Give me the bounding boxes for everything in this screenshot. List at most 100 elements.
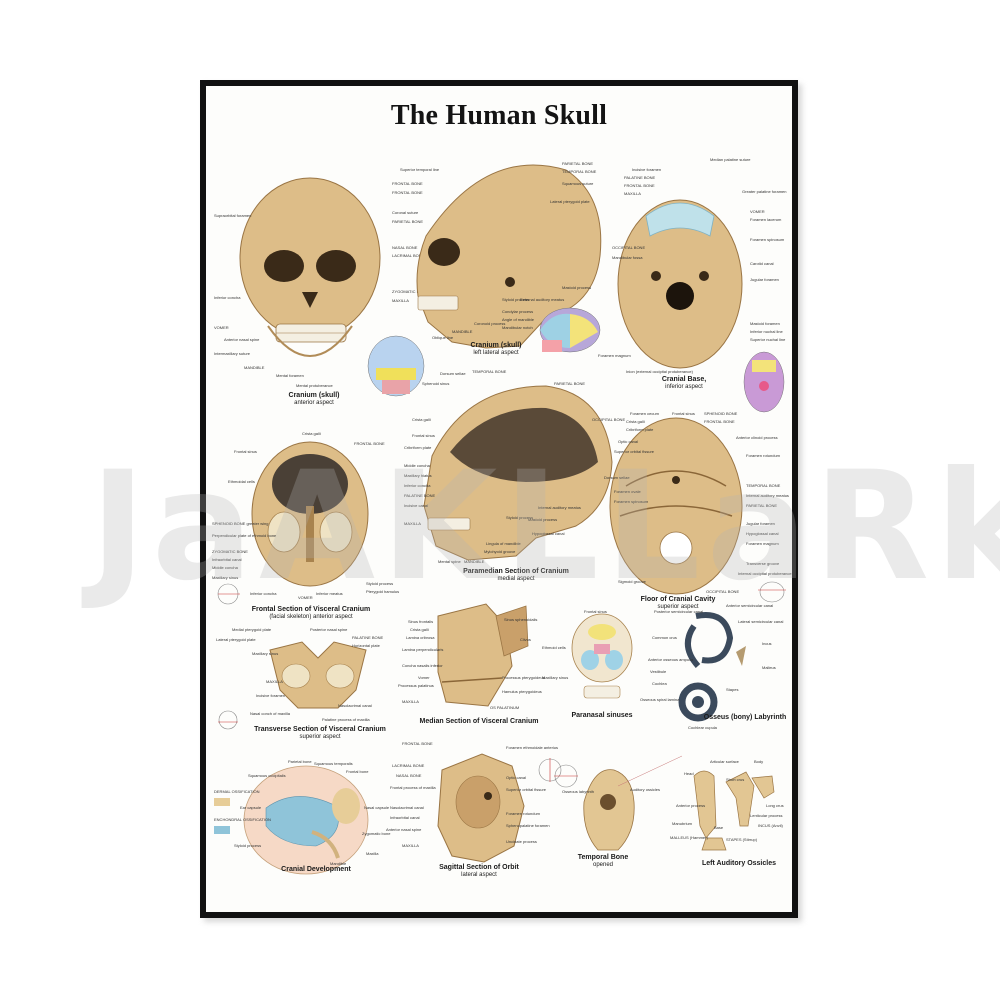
label-anterior-osseous-ampulla: Anterior osseous ampulla — [648, 657, 694, 662]
label-superior-orbital-fissure-cc: Superior orbital fissure — [614, 449, 655, 454]
label-maxillary-hiatus: Maxillary hiatus — [404, 473, 432, 478]
label-crista-galli-pm: Crista galli — [412, 417, 431, 422]
label-lenticular-process: Lenticular process — [750, 813, 783, 818]
label-angle-of-mandible: Angle of mandible — [502, 317, 535, 322]
label-clivus: Clivus — [520, 637, 531, 642]
label-crista-galli-ms: Crista galli — [410, 627, 429, 632]
label-mylohyoid-groove: Mylohyoid groove — [484, 549, 516, 554]
caption-frontal-section: Frontal Section of Visceral Cranium (fac… — [251, 606, 371, 621]
caption-paranasal-sinuses: Paranasal sinuses — [571, 712, 633, 719]
label-temporal-bone-lat: TEMPORAL BONE — [562, 169, 597, 174]
label-anterior-nasal-spine: Anterior nasal spine — [224, 337, 260, 342]
label-posterior-semicircular-canal: Posterior semicircular canal — [654, 609, 704, 614]
label-mental-spine: Mental spine — [438, 559, 461, 564]
label-middle-concha-pm: Middle concha — [404, 463, 430, 468]
label-crista-galli-cc: Crista galli — [626, 419, 645, 424]
label-superior-temporal-line: Superior temporal line — [400, 167, 440, 172]
label-frontal-bone-cd: Frontal bone — [346, 769, 369, 774]
label-maxilla-base: MAXILLA — [624, 191, 641, 196]
temporal-bone-illustration — [583, 755, 683, 851]
caption-cranium-anterior: Cranium (skull) anterior aspect — [288, 392, 340, 407]
label-processus-pterygoideus: Processus pterygoideus — [502, 675, 545, 680]
label-mastoid-process-pm: Mastoid process — [528, 517, 558, 522]
caption-sagittal-orbit: Sagittal Section of Orbit lateral aspect — [439, 864, 519, 879]
label-condylar-process: Condylar process — [502, 309, 534, 314]
label-hypoglossal-canal-cc: Hypoglossal canal — [746, 531, 779, 536]
caption-osseous-labyrinth: Osseus (bony) Labyrinth — [703, 714, 787, 721]
label-sphenoid-bone-cc: SPHENOID BONE — [704, 411, 738, 416]
label-vomer: VOMER — [214, 325, 229, 330]
caption-temporal-bone: Temporal Bone opened — [577, 854, 629, 869]
label-frontal-bone-base: FRONTAL BONE — [624, 183, 655, 188]
cranial-cavity-illustration — [609, 417, 743, 595]
label-nasal-conch-of-maxilla: Nasal conch of maxilla — [250, 711, 291, 716]
label-occipital-bone-base: OCCIPITAL BONE — [612, 245, 646, 250]
label-mandibular-fossa: Mandibular fossa — [612, 255, 643, 260]
label-frontal-process-of-maxilla: Frontal process of maxilla — [390, 785, 436, 790]
label-nasal-capsule: Nasal capsule — [364, 805, 390, 810]
label-coronal-suture: Coronal suture — [392, 210, 419, 215]
label-palatine-bone: PALATINE BONE — [624, 175, 656, 180]
label-anterior-process: Anterior process — [676, 803, 706, 808]
label-styloid-process-pm: Styloid process — [506, 515, 534, 520]
label-lingula-of-mandible: Lingula of mandible — [486, 541, 521, 546]
transverse-section-orientation-icon — [218, 710, 238, 730]
label-medial-pterygoid-plate: Medial pterygoid plate — [232, 627, 272, 632]
label-posterior-nasal-spine: Posterior nasal spine — [310, 627, 348, 632]
label-occipital-bone-pm: OCCIPITAL BONE — [592, 417, 626, 422]
label-vomer-fs: VOMER — [298, 595, 313, 600]
label-superior-nuchal-line: Superior nuchal line — [750, 337, 786, 342]
label-inferior-meatus-fs: Inferior meatus — [316, 591, 343, 596]
skull-lateral-color-inset — [539, 307, 601, 353]
label-maxilla-ms: MAXILLA — [402, 699, 419, 704]
label-cribriform-plate-cc: Cribriform plate — [626, 427, 654, 432]
label-concha-nasalis-inferior: Concha nasalis inferior — [402, 663, 443, 668]
label-optic-canal-so: Optic canal — [506, 775, 527, 780]
label-parietal-bone-cd: Parietal bone — [288, 759, 312, 764]
temporal-bone-orientation-icon — [554, 764, 578, 788]
label-median-palatine-suture: Median palatine suture — [710, 157, 751, 162]
label-lacrimal-bone: LACRIMAL BONE — [392, 253, 425, 258]
label-lateral-semicircular-canal: Lateral semicircular canal — [738, 619, 784, 624]
label-maxilla-so: MAXILLA — [402, 843, 419, 848]
osseous-labyrinth-illustration — [678, 612, 746, 722]
label-vestibule: Vestibule — [650, 669, 667, 674]
label-stapes-ol: Stapes — [726, 687, 739, 692]
label-incus-ol: Incus — [762, 641, 772, 646]
label-zygomatic-bone-cd: Zygomatic bone — [362, 831, 391, 836]
label-maxillary-sinus-fs: Maxillary sinus — [212, 575, 239, 580]
label-mental-foramen: Mental foramen — [276, 373, 304, 378]
label-frontal-sinus-fs: Frontal sinus — [234, 449, 257, 454]
label-pterygoid-hamulus-fs: Pterygoid hamulus — [366, 589, 400, 594]
label-superior-orbital-fissure-so: Superior orbital fissure — [506, 787, 547, 792]
skull-anterior-color-inset — [367, 335, 425, 397]
label-nasolacrimal-canal-so: Nasolacrimal canal — [390, 805, 424, 810]
label-frontal-sinus-pm: Frontal sinus — [412, 433, 435, 438]
label-mandibular-notch: Mandibular notch — [502, 325, 533, 330]
label-sinus-frontalis: Sinus frontalis — [408, 619, 434, 624]
label-cochlea: Cochlea — [652, 681, 667, 686]
label-frontal-bone-fs: FRONTAL BONE — [354, 441, 385, 446]
median-section-illustration — [437, 603, 529, 707]
label-infraorbital-canal-fs: Infraorbital canal — [212, 557, 242, 562]
label-hamulus-pterygoideus: Hamulus pterygoideus — [502, 689, 542, 694]
label-temporal-bone-cc: TEMPORAL BONE — [746, 483, 781, 488]
label-transverse-groove-cc: Transverse groove — [746, 561, 780, 566]
label-external-auditory-meatus: External auditory meatus — [520, 297, 565, 302]
label-mandible-cd: Mandible — [330, 861, 347, 866]
label-styloid-process: Styloid process — [502, 297, 530, 302]
label-internal-auditory-meatus-pm: Internal auditory meatus — [538, 505, 581, 510]
label-crista-galli-fs: Crista galli — [302, 431, 321, 436]
label-malleus-ao: MALLEUS (Hammer) — [670, 835, 708, 840]
skull-lateral-illustration — [416, 164, 602, 349]
label-frontal-sinus-ps: Frontal sinus — [584, 609, 607, 614]
label-temporal-bone-pm: TEMPORAL BONE — [472, 369, 507, 374]
label-foramen-cecum-cc: Foramen cecum — [630, 411, 659, 416]
label-os-palatinum: OS PALATINUM — [490, 705, 520, 710]
label-foramen-magnum: Foramen magnum — [598, 353, 631, 358]
label-foramen-lacerum: Foramen lacerum — [750, 217, 782, 222]
label-palatine-bone-pm: PALATINE BONE — [404, 493, 436, 498]
label-osseous-labyrinth-tb: Osseous labyrinth — [562, 789, 595, 794]
label-body-ao: Body — [754, 759, 764, 764]
label-articular-surface-ao: Articular surface — [710, 759, 739, 764]
